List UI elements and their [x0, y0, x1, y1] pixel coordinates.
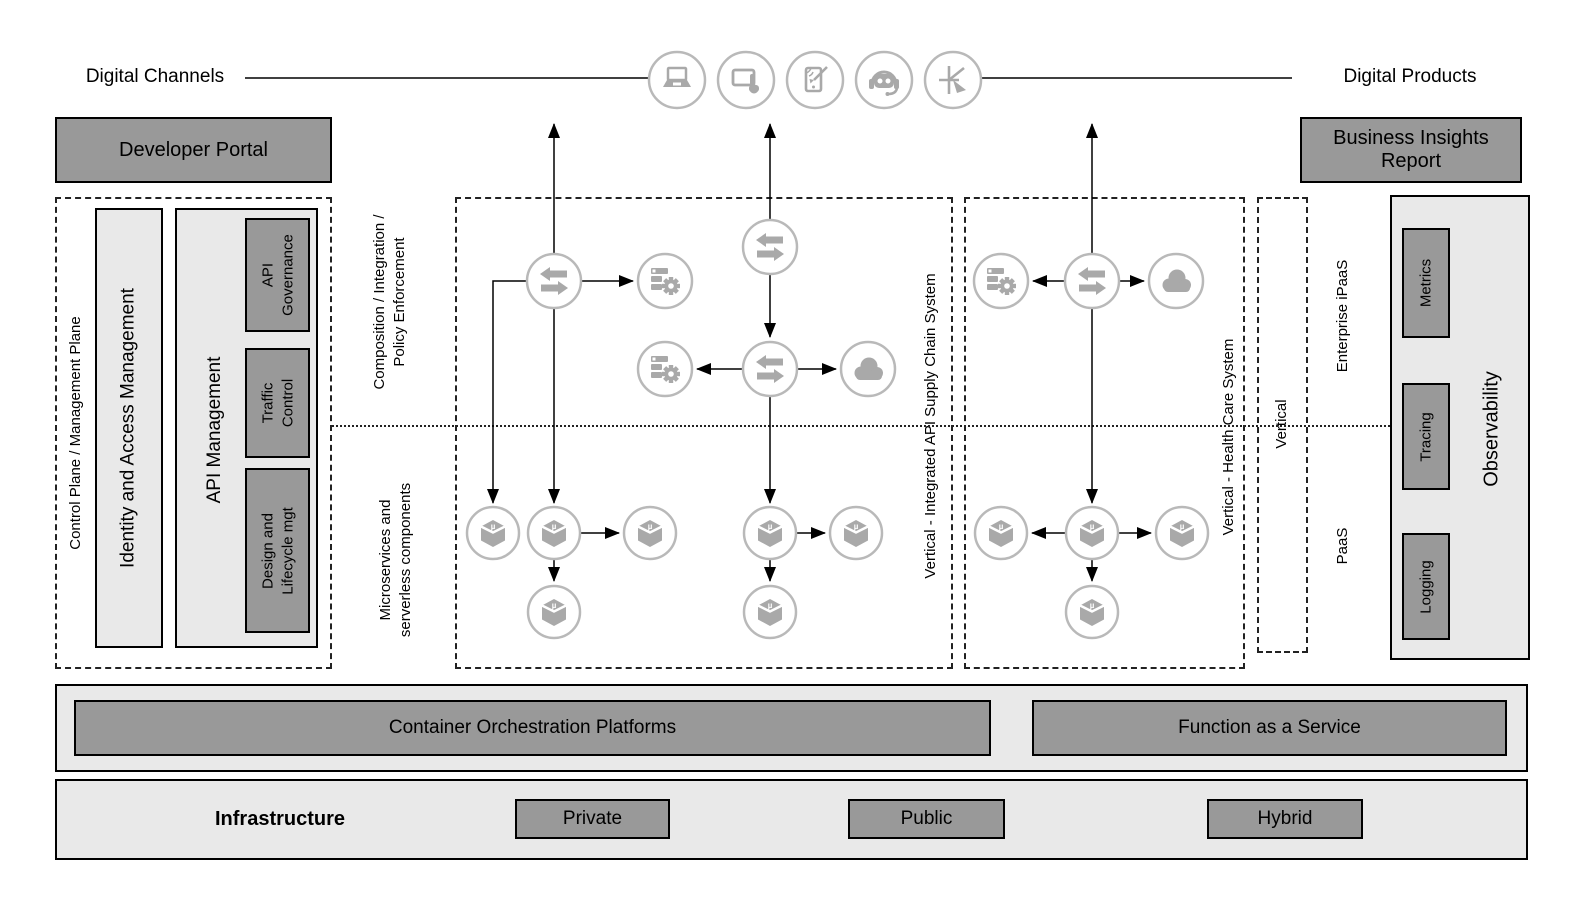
- developer-portal-box: Developer Portal: [55, 117, 332, 183]
- tablet-stylus-icon: [785, 50, 845, 110]
- tracing-box: Tracing: [1402, 383, 1450, 490]
- design-lifecycle-label: Design and Lifecycle mgt: [259, 506, 296, 595]
- design-lifecycle-box: Design and Lifecycle mgt: [245, 468, 310, 633]
- healthcare-vertical-label: Vertical - Health Care System: [1219, 338, 1237, 536]
- developer-portal-label: Developer Portal: [119, 138, 268, 161]
- private-label: Private: [562, 808, 623, 829]
- api-governance-box: API Governance: [245, 218, 310, 332]
- api-governance-label: API Governance: [259, 234, 296, 316]
- traffic-control-box: Traffic Control: [245, 348, 310, 458]
- faas-label: Function as a Service: [1178, 717, 1361, 738]
- kiosk-icon: [923, 50, 983, 110]
- traffic-control-label: Traffic Control: [259, 378, 296, 428]
- container-orchestration-box: Container Orchestration Platforms: [74, 700, 991, 756]
- composition-integration-label: Composition / Integration / Policy Enfor…: [370, 214, 408, 390]
- observability-label: Observability: [1480, 371, 1503, 487]
- laptop-icon: [647, 50, 707, 110]
- control-plane-box: [55, 197, 332, 669]
- logging-label: Logging: [1417, 559, 1435, 614]
- control-plane-label: Control Plane / Management Plane: [66, 316, 84, 550]
- microservices-serverless-label: Microservices and serverless components: [376, 482, 414, 638]
- digital-channels-label: Digital Channels: [85, 66, 225, 87]
- metrics-label: Metrics: [1417, 258, 1435, 308]
- container-orchestration-label: Container Orchestration Platforms: [388, 717, 677, 738]
- business-insights-label: Business Insights Report: [1333, 127, 1489, 172]
- supply-chain-vertical-box: [455, 197, 953, 669]
- logging-box: Logging: [1402, 533, 1450, 640]
- tracing-label: Tracing: [1417, 411, 1435, 462]
- faas-box: Function as a Service: [1032, 700, 1507, 756]
- digital-products-label: Digital Products: [1343, 66, 1477, 87]
- vertical-label: Vertical: [1272, 399, 1290, 449]
- business-insights-box: Business Insights Report: [1300, 117, 1522, 183]
- api-management-label: API Management: [204, 356, 226, 504]
- chatbot-assistant-icon: [854, 50, 914, 110]
- infrastructure-label: Infrastructure: [214, 808, 346, 830]
- metrics-box: Metrics: [1402, 228, 1450, 338]
- private-cloud-box: Private: [515, 799, 670, 839]
- tablet-touch-icon: [716, 50, 776, 110]
- public-cloud-box: Public: [848, 799, 1005, 839]
- identity-access-management-label: Identity and Access Management: [117, 288, 139, 568]
- paas-label: PaaS: [1333, 527, 1351, 565]
- healthcare-vertical-box: [964, 197, 1245, 669]
- enterprise-ipaas-label: Enterprise iPaaS: [1333, 259, 1351, 373]
- public-label: Public: [900, 808, 953, 829]
- hybrid-label: Hybrid: [1257, 808, 1313, 829]
- plane-divider-dotted-line: [332, 425, 1390, 427]
- identity-access-management-box: Identity and Access Management: [95, 208, 163, 648]
- hybrid-cloud-box: Hybrid: [1207, 799, 1363, 839]
